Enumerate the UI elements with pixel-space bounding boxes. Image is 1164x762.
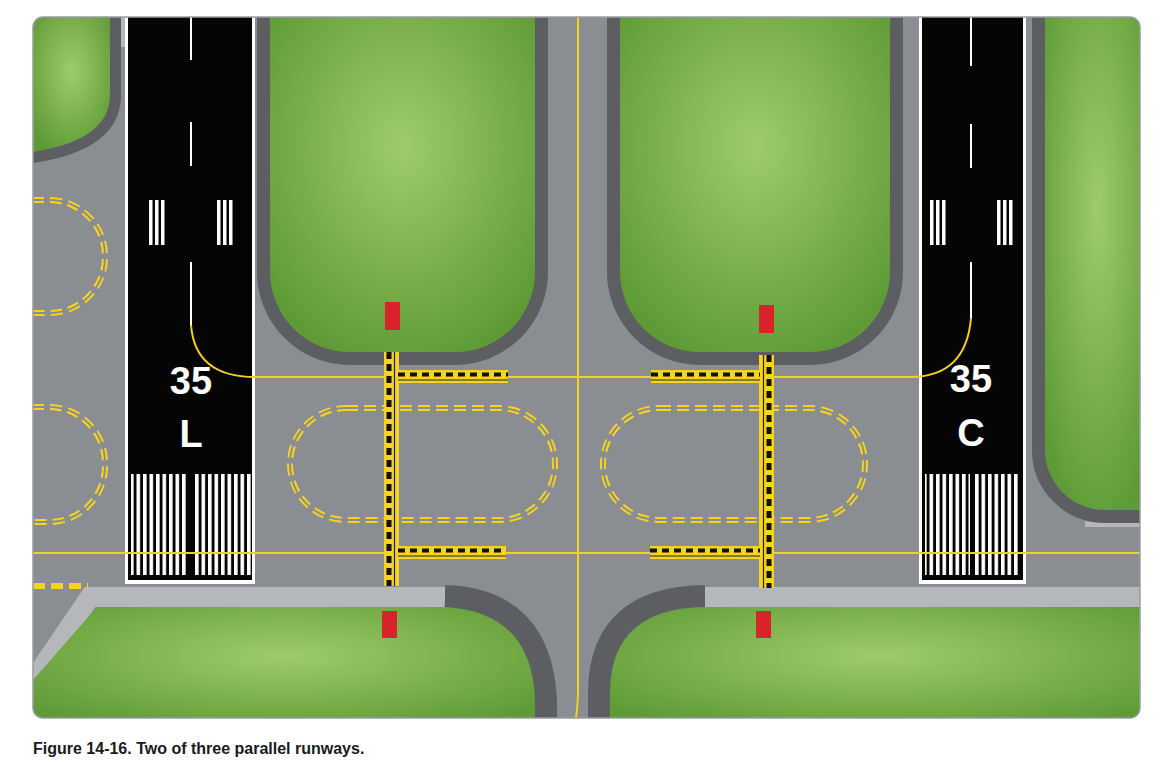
- runway-number: 35: [950, 360, 992, 398]
- runway-letter: L: [179, 415, 202, 453]
- runway-letter: C: [957, 414, 984, 452]
- figure-caption: Figure 14-16. Two of three parallel runw…: [33, 740, 364, 758]
- runway-number: 35: [170, 362, 212, 400]
